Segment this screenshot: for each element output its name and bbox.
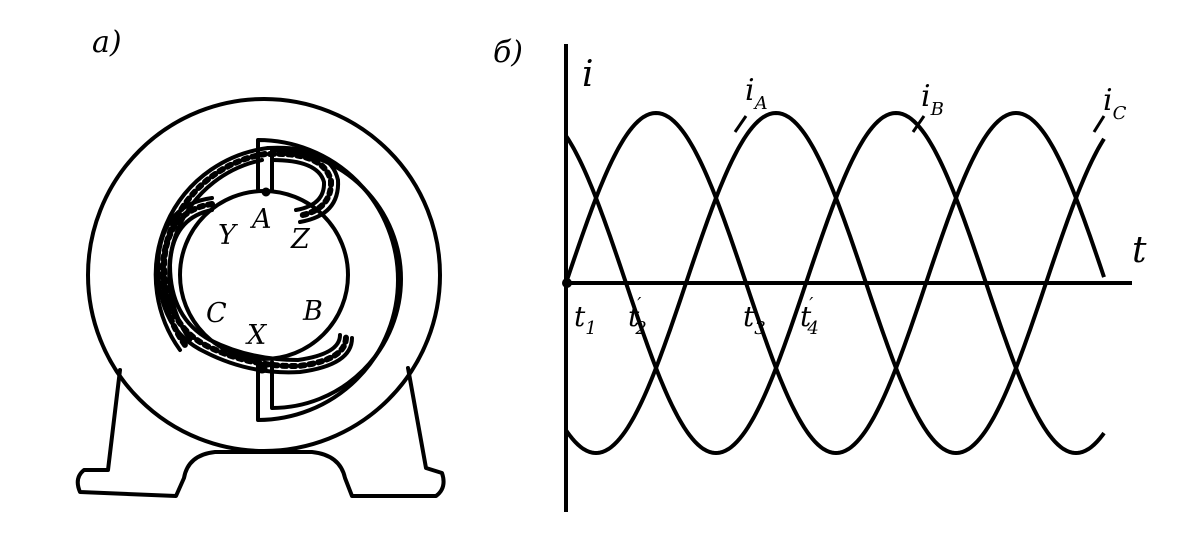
- curve-ic: [564, 111, 1106, 455]
- winding-by: [156, 196, 354, 375]
- panel-a-label: а): [92, 25, 122, 60]
- motor-housing: [86, 97, 442, 453]
- pole-label-z: Z: [290, 224, 311, 255]
- label-leader-ic: [1092, 115, 1106, 133]
- curve-label-ib: iB: [921, 79, 944, 120]
- time-label-t2: t′2: [628, 294, 647, 339]
- panel-b-label: б): [493, 35, 523, 70]
- time-label-t1: t1: [574, 300, 597, 339]
- pole-label-y: Y: [218, 220, 238, 251]
- waveform-plot: [562, 44, 1132, 512]
- time-label-t3: t3: [743, 300, 766, 339]
- pole-label-b: B: [302, 296, 323, 327]
- pole-label-c: C: [206, 298, 227, 329]
- curve-ia: [564, 111, 1106, 455]
- y-axis-label: i: [582, 54, 594, 95]
- time-label-t4: t′4: [800, 294, 819, 339]
- motor-base: [75, 366, 446, 498]
- motor-drawing: [75, 97, 446, 498]
- pole-dot-top: [261, 187, 271, 197]
- label-leader-ib: [911, 115, 926, 133]
- pole-label-a: A: [249, 204, 272, 235]
- curve-label-ia: iA: [745, 73, 768, 114]
- pole-label-x: X: [245, 320, 268, 351]
- label-leader-ia: [733, 115, 748, 133]
- curve-label-ic: iC: [1103, 83, 1127, 124]
- x-axis-label: t: [1132, 230, 1147, 271]
- pole-dot-bottom: [256, 362, 268, 374]
